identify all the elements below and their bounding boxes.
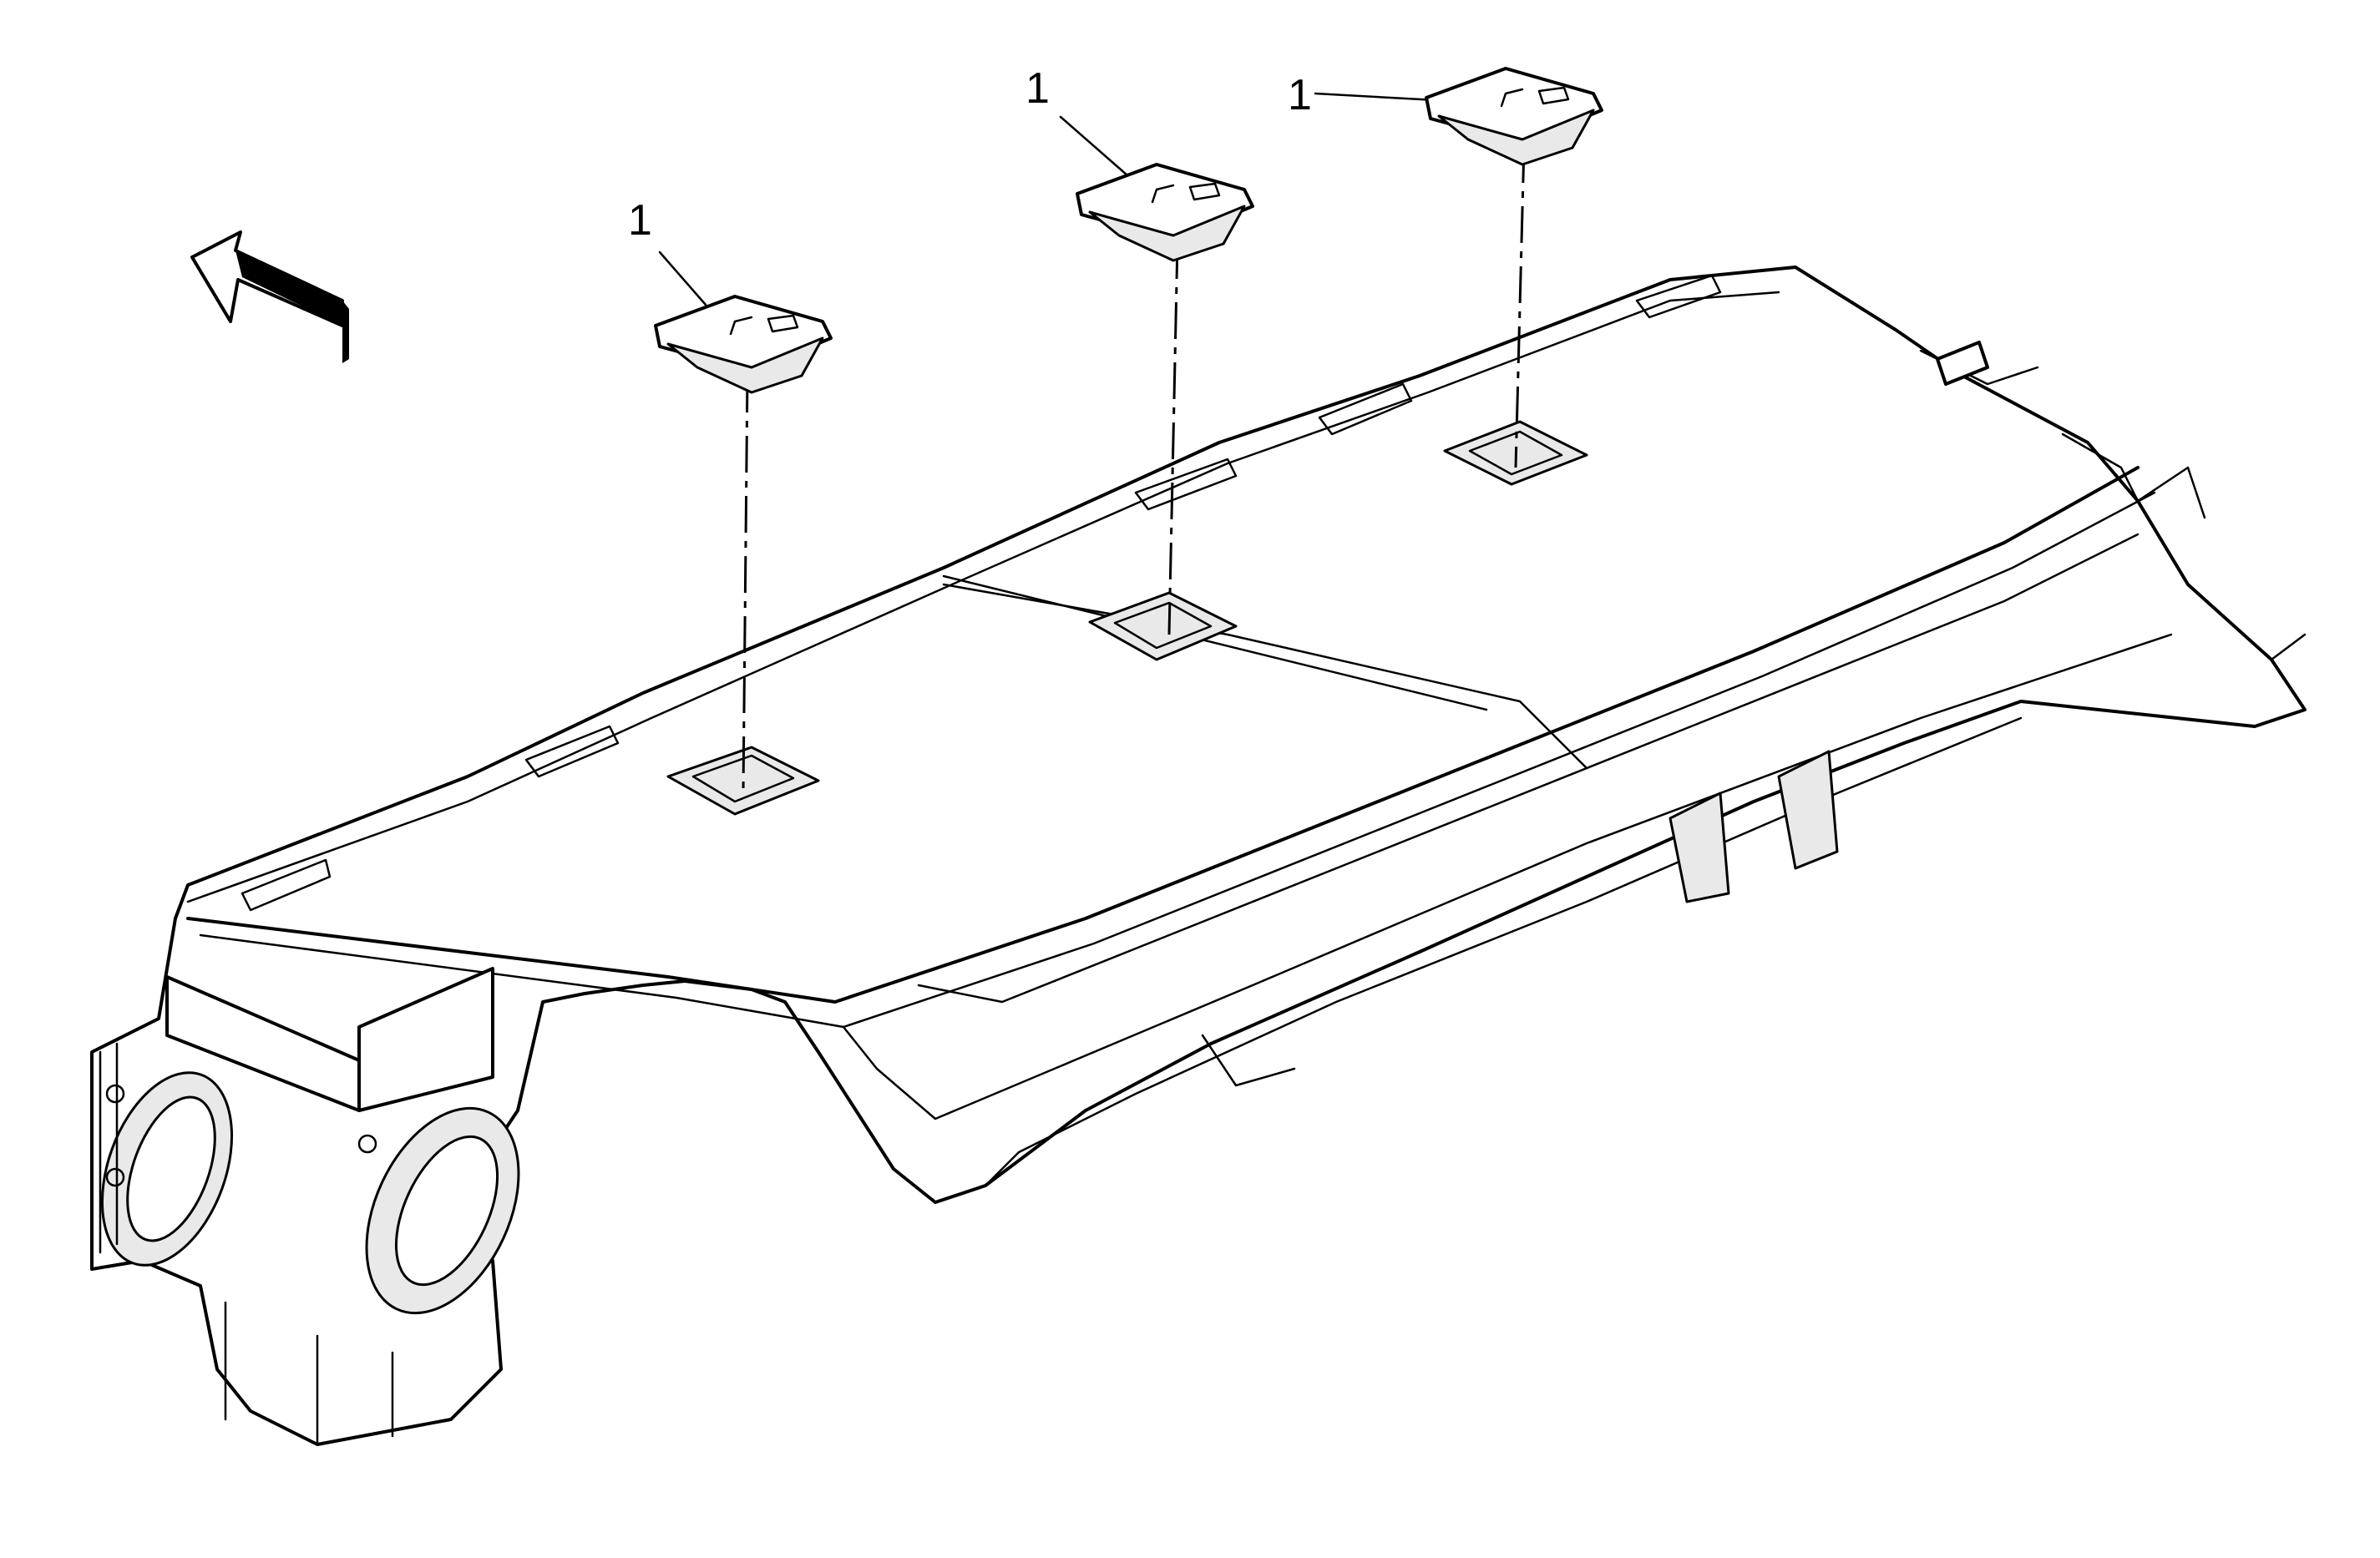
installation-line <box>742 145 1526 794</box>
clip-part <box>654 295 833 394</box>
callout-label: 1 <box>1288 71 1312 119</box>
mounting-hole <box>1088 591 1238 661</box>
callout-label: 1 <box>1025 64 1050 113</box>
clip-part <box>1425 67 1603 166</box>
callout-label: 1 <box>628 196 652 245</box>
clip-part <box>1076 163 1254 262</box>
leader-line <box>658 92 1438 306</box>
direction-arrow-icon <box>190 230 349 363</box>
rear-shelf-panel <box>90 266 2307 1446</box>
mounting-hole <box>666 746 820 816</box>
